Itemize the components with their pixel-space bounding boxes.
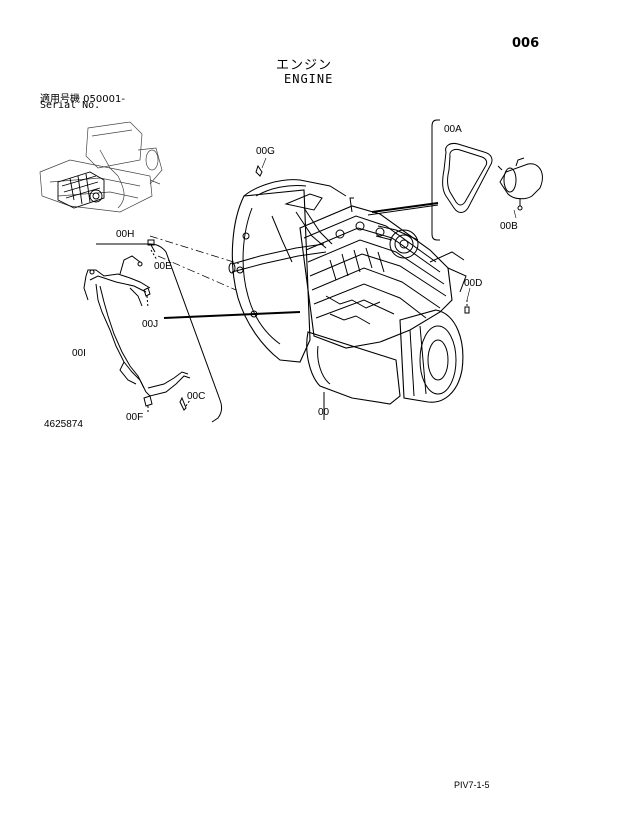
belt-inset: [367, 119, 493, 241]
serial-label-english: Serial No.: [40, 100, 101, 111]
alternator-part: [497, 157, 543, 211]
callout-00c: 00C: [187, 391, 206, 402]
illustration-number: 4625874: [44, 419, 83, 430]
page-code: PIV7-1-5: [454, 780, 490, 790]
part-00e: [147, 239, 158, 261]
callout-00a: 00A: [444, 124, 462, 135]
leader-lines: [261, 157, 517, 420]
part-00d: [464, 300, 470, 314]
engine-assembly: [228, 179, 467, 420]
callout-00h: 00H: [116, 229, 135, 240]
harness-inset: [83, 243, 301, 423]
callout-00g: 00G: [256, 146, 275, 157]
callout-00: 00: [318, 407, 330, 418]
part-00f: [143, 395, 153, 412]
title-japanese: エンジン: [276, 58, 333, 73]
page-number: 006: [512, 36, 540, 51]
callout-00b: 00B: [500, 221, 518, 232]
machine-thumbnail: [39, 121, 163, 213]
callout-00f: 00F: [126, 412, 144, 423]
part-00c: [179, 396, 191, 411]
part-00j: [143, 287, 151, 309]
callout-00d: 00D: [464, 278, 483, 289]
title-english: ENGINE: [284, 72, 334, 86]
callout-00e: 00E: [154, 261, 172, 272]
part-00g: [255, 164, 263, 177]
callout-00j: 00J: [142, 319, 159, 330]
callout-00i: 00I: [72, 348, 86, 359]
location-lines: [149, 235, 241, 291]
serial-label-japanese: 適用号機 050001-: [40, 94, 125, 105]
